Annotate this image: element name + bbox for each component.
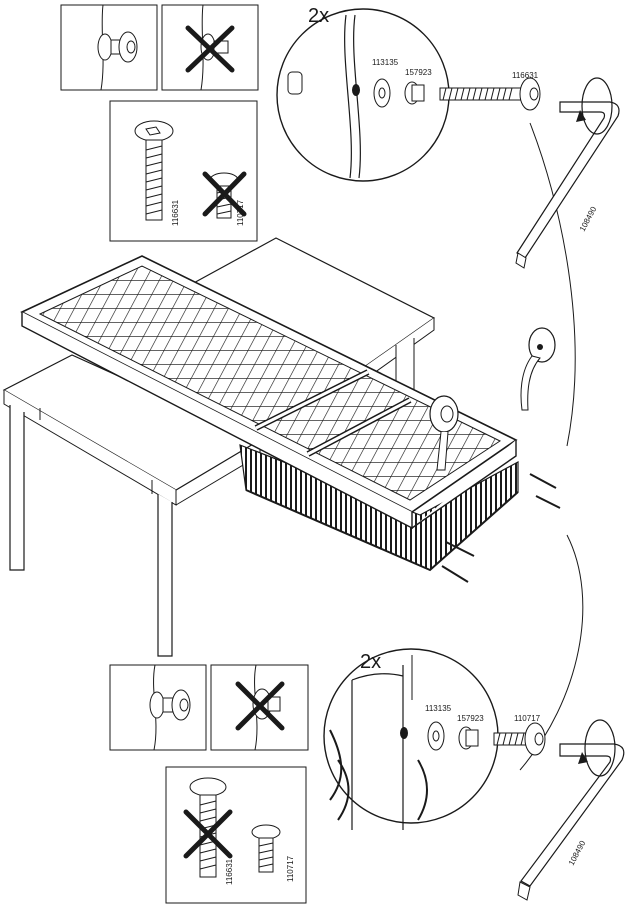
short-bolt-icon: [251, 824, 281, 873]
bottom-washer-code: 113135: [425, 704, 452, 713]
allen-key-icon: [515, 77, 620, 269]
top-wrong-fit-panel: [161, 4, 259, 91]
bottom-quantity: 2x: [360, 651, 381, 673]
cross-icon: [185, 25, 235, 73]
bottom-spacer-code: 157923: [457, 714, 484, 723]
top-detail-callout: 2x 113135 157923 116631 108490: [276, 5, 620, 447]
bolt-icon: [439, 77, 541, 111]
spacer-icon: [458, 726, 479, 750]
cross-icon: [183, 809, 233, 859]
bottom-bolt-code: 110717: [514, 714, 541, 723]
allen-key-icon: [517, 719, 625, 901]
top-screw-panel: 116631 110717: [109, 100, 258, 242]
cross-icon: [235, 681, 285, 731]
top-correct-fit-panel: [60, 4, 158, 91]
top-bolt-code: 116631: [512, 71, 539, 80]
bolt-icon: [493, 722, 546, 756]
washer-icon: [427, 721, 445, 751]
bottom-detail-callout: 2x 113135 157923 110717 108490: [323, 534, 625, 901]
knob-hanging: [520, 327, 556, 411]
knob-on-frame: [429, 395, 459, 471]
top-tool-code: 108490: [578, 205, 599, 233]
washer-icon: [373, 78, 391, 108]
top-quantity: 2x: [308, 5, 329, 27]
correct-screw-code: 110717: [286, 855, 295, 882]
cross-icon: [202, 171, 247, 217]
top-washer-code: 113135: [372, 58, 399, 67]
bottom-screw-panel: 116631 110717: [165, 766, 307, 904]
long-bolt-icon: [189, 777, 227, 878]
bottom-wrong-fit-panel: [210, 664, 309, 751]
assembly-scene: [2, 237, 561, 657]
long-bolt-icon: [134, 120, 174, 221]
spacer-icon: [404, 81, 425, 105]
side-screws: [441, 473, 561, 583]
wrong-screw-code: 116631: [225, 858, 234, 885]
bottom-tool-code: 108490: [567, 839, 588, 867]
wrong-screw-code: 110717: [236, 199, 245, 226]
grid-frame: [20, 255, 518, 530]
correct-screw-code: 116631: [171, 199, 180, 226]
bottom-correct-fit-panel: [109, 664, 207, 751]
front-table: [2, 354, 262, 657]
top-spacer-code: 157923: [405, 68, 432, 77]
